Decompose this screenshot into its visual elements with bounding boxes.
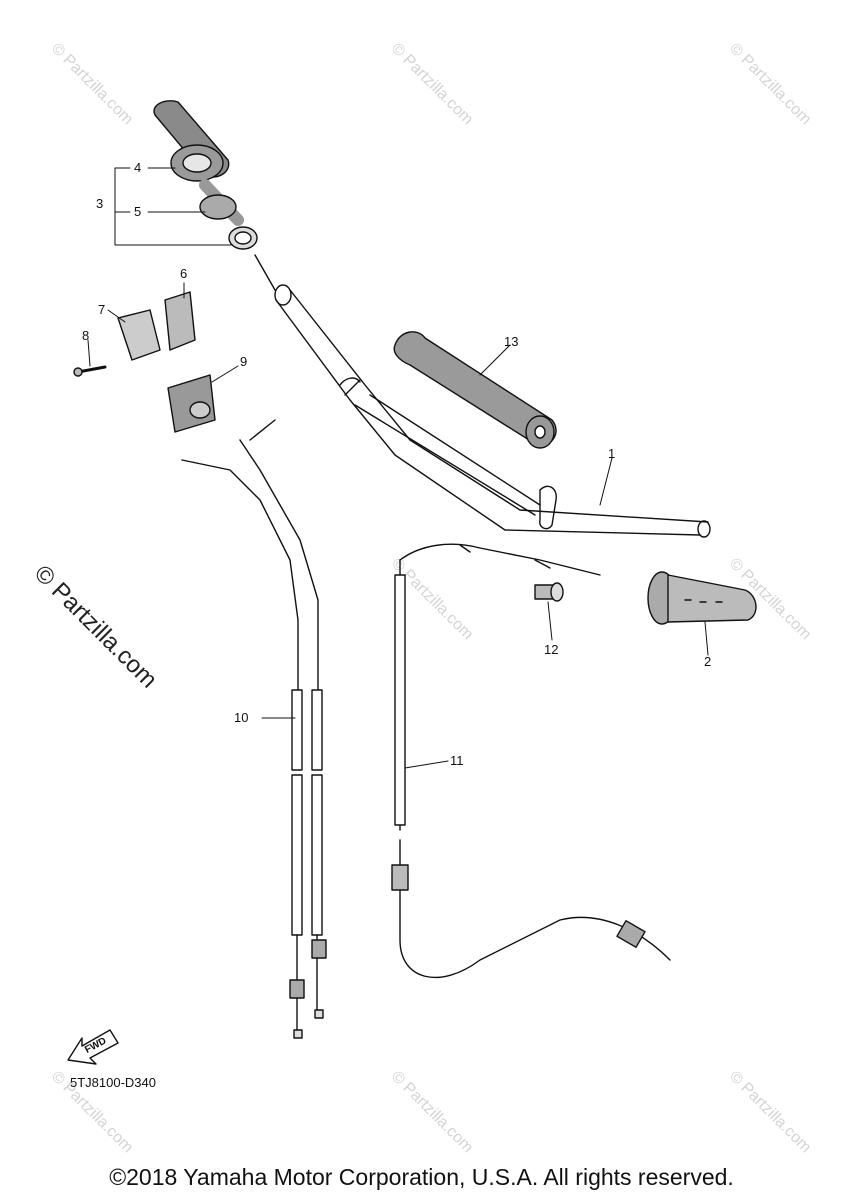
callout-9: 9 [240,354,247,369]
cable-adjuster [534,582,564,602]
callout-10: 10 [234,710,248,725]
handlebar-pad [393,331,557,449]
leader-lines [87,167,709,769]
holder-parts [73,291,216,433]
callouts: 1 2 3 4 5 6 7 8 9 10 11 12 13 FWD [82,160,711,1056]
fwd-arrow-icon [67,1029,119,1065]
callout-5: 5 [134,204,141,219]
callout-13: 13 [504,334,518,349]
callout-7: 7 [98,302,105,317]
callout-8: 8 [82,328,89,343]
callout-4: 4 [134,160,141,175]
diagram-code: 5TJ8100-D340 [70,1075,156,1090]
left-grip [153,100,276,291]
callout-3: 3 [96,196,103,211]
callout-2: 2 [704,654,711,669]
handlebar [274,284,711,538]
callout-1: 1 [608,446,615,461]
callout-6: 6 [180,266,187,281]
clutch-cable [391,543,671,979]
throttle-cables [181,419,327,1039]
callout-11: 11 [450,753,464,768]
copyright-notice: ©2018 Yamaha Motor Corporation, U.S.A. A… [109,1164,734,1190]
right-grip [647,571,757,625]
callout-12: 12 [544,642,558,657]
